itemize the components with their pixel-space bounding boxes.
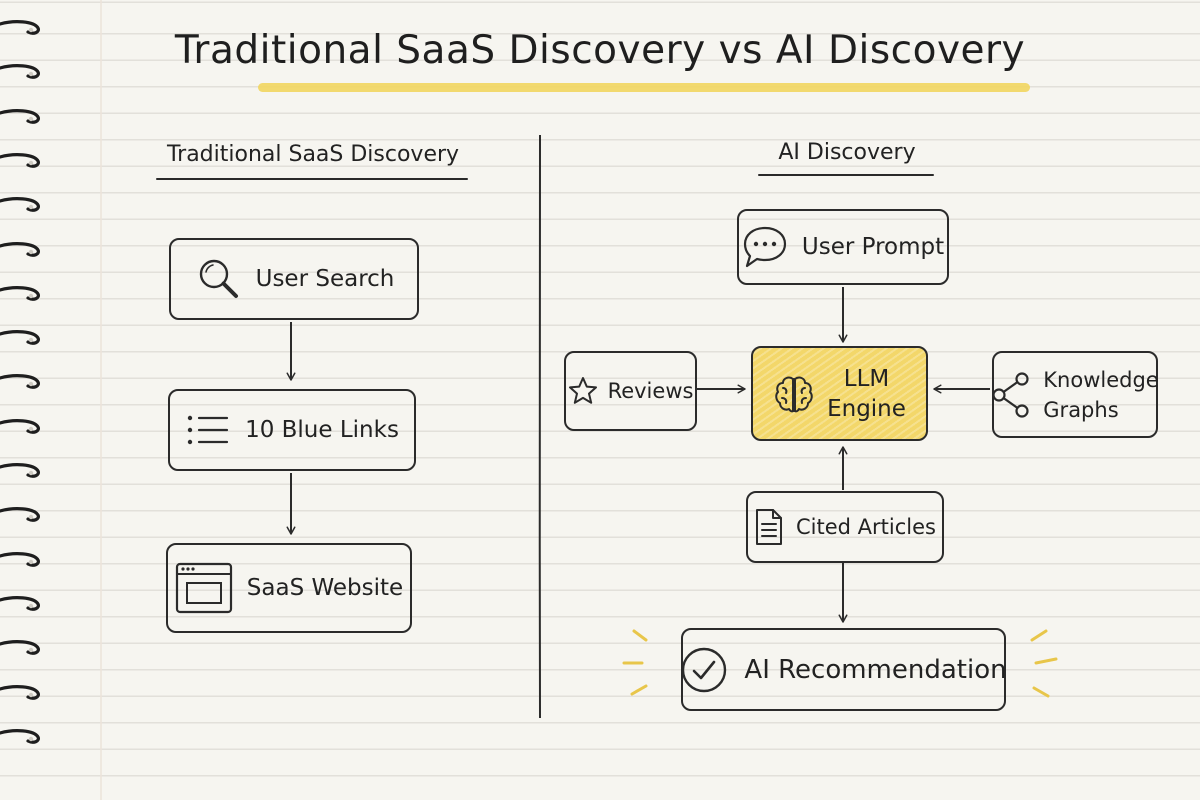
spiral-ring bbox=[0, 684, 40, 700]
sparkle-left bbox=[622, 629, 648, 696]
chat-bubble-icon bbox=[743, 226, 786, 268]
llm-engine-box: LLM Engine bbox=[751, 346, 928, 441]
blue-links-box: 10 Blue Links bbox=[168, 389, 416, 471]
user-prompt-label: User Prompt bbox=[801, 234, 945, 260]
spiral-ring bbox=[0, 330, 40, 345]
search-icon bbox=[199, 259, 238, 298]
saas-website-box: SaaS Website bbox=[166, 543, 412, 633]
brain-icon bbox=[775, 376, 813, 412]
knowledge-graphs-line1: Knowledge bbox=[1043, 367, 1159, 392]
reviews-box: Reviews bbox=[564, 351, 697, 431]
page-title: Traditional SaaS Discovery vs AI Discove… bbox=[174, 28, 1026, 73]
ai-recommendation-label: AI Recommendation bbox=[744, 654, 1007, 685]
knowledge-graphs-line2: Graphs bbox=[1043, 397, 1119, 422]
saas-website-label: SaaS Website bbox=[246, 575, 404, 601]
spiral-ring bbox=[0, 285, 40, 301]
spiral-ring bbox=[0, 507, 40, 523]
cited-articles-box: Cited Articles bbox=[746, 491, 944, 563]
spiral-ring bbox=[0, 152, 40, 168]
list-icon bbox=[187, 415, 229, 445]
blue-links-label: 10 Blue Links bbox=[245, 417, 399, 443]
title-highlight bbox=[258, 83, 1030, 92]
spiral-ring bbox=[0, 20, 40, 35]
browser-window-icon bbox=[175, 562, 232, 614]
spiral-ring bbox=[0, 197, 40, 212]
traditional-heading: Traditional SaaS Discovery bbox=[166, 142, 460, 167]
ai-heading: AI Discovery bbox=[778, 140, 916, 165]
user-search-label: User Search bbox=[255, 266, 395, 292]
ai-heading-underline bbox=[758, 174, 934, 176]
traditional-heading-underline bbox=[156, 178, 468, 180]
user-prompt-box: User Prompt bbox=[737, 209, 949, 285]
reviews-label: Reviews bbox=[607, 379, 694, 403]
cited-articles-label: Cited Articles bbox=[796, 515, 936, 539]
share-nodes-icon bbox=[992, 371, 1029, 418]
knowledge-graphs-box: Knowledge Graphs bbox=[992, 351, 1159, 438]
spiral-ring bbox=[0, 241, 40, 257]
column-divider bbox=[538, 134, 542, 719]
spiral-ring bbox=[0, 108, 40, 124]
star-icon bbox=[568, 377, 597, 404]
spiral-ring bbox=[0, 551, 40, 567]
spiral-ring bbox=[0, 640, 40, 655]
document-icon bbox=[756, 509, 783, 545]
knowledge-graphs-label: Knowledge Graphs bbox=[1043, 365, 1158, 425]
spiral-ring bbox=[0, 418, 40, 434]
llm-engine-line2: Engine bbox=[827, 395, 906, 422]
sparkle-right bbox=[1030, 629, 1058, 698]
llm-engine-line1: LLM bbox=[843, 365, 890, 392]
spiral-ring bbox=[0, 463, 40, 478]
spiral-ring bbox=[0, 64, 40, 80]
spiral-ring bbox=[0, 728, 40, 744]
spiral-ring bbox=[0, 374, 40, 390]
spiral-ring bbox=[0, 595, 40, 611]
user-search-box: User Search bbox=[169, 238, 419, 320]
ai-recommendation-box: AI Recommendation bbox=[681, 628, 1007, 711]
check-circle-icon bbox=[682, 647, 727, 692]
llm-engine-label: LLM Engine bbox=[827, 364, 906, 424]
